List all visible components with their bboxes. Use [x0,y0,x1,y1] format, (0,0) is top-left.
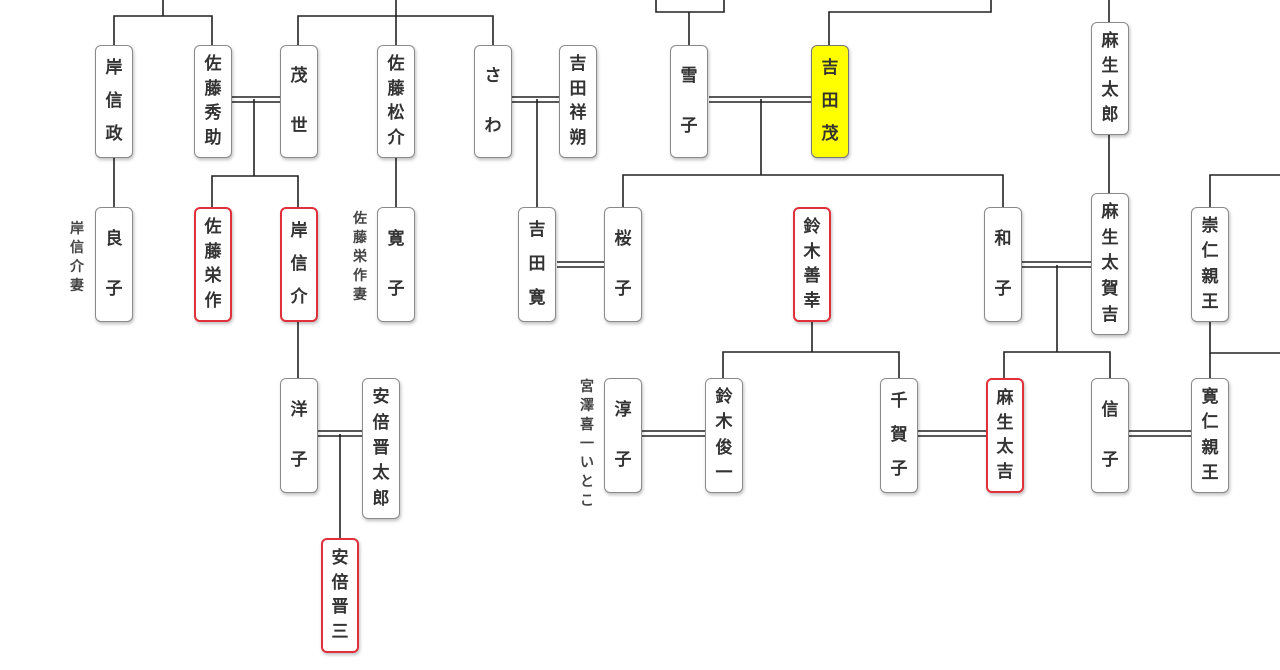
person-box-kazuko[interactable]: 和子 [984,207,1022,322]
person-name: 麻生太郎 [1101,30,1119,126]
person-name: 寛子 [387,228,405,300]
person-box-aso-taro[interactable]: 麻生太吉 [986,378,1024,493]
person-box-chikako[interactable]: 千賀子 [880,378,918,493]
person-box-yukiko[interactable]: 雪子 [670,45,708,158]
person-box-yoshiko[interactable]: 良子 [95,207,133,322]
person-name: 崇仁親王 [1201,216,1219,312]
person-box-yoshida-shosaku[interactable]: 吉田祥朔 [559,45,597,158]
person-name: 麻生太吉 [996,387,1014,483]
note-sato-wife: 佐藤栄作妻 [353,211,367,303]
person-name: 雪子 [680,66,698,136]
person-box-yoko[interactable]: 洋子 [280,378,318,493]
person-name: 茂世 [290,66,308,136]
person-name: 安倍晋太郎 [372,387,390,509]
person-box-yoshida-shigeru[interactable]: 吉田茂 [811,45,849,158]
person-box-sato-eisaku[interactable]: 佐藤栄作 [194,207,232,322]
person-name: 桜子 [614,228,632,300]
person-name: 岸信政 [105,58,123,144]
person-box-prince-takahito[interactable]: 崇仁親王 [1191,207,1229,322]
person-name: さわ [484,66,502,136]
person-name: 和子 [994,228,1012,300]
person-name: 安倍晋三 [331,547,349,643]
person-name: 鈴木俊一 [715,387,733,483]
person-box-yoshida-hiroshi[interactable]: 吉田寛 [518,207,556,322]
person-name: 佐藤栄作 [204,216,222,312]
person-box-junko[interactable]: 淳子 [604,378,642,493]
person-name: 千賀子 [890,391,908,479]
person-box-sato-hidesuke[interactable]: 佐藤秀助 [194,45,232,158]
person-name: 吉田茂 [821,58,839,144]
person-box-sato-matsusuke[interactable]: 佐藤松介 [377,45,415,158]
note-miyazawa: 宮澤喜一いとこ [580,379,594,509]
person-name: 岸信介 [290,221,308,307]
person-box-abe-shinzo[interactable]: 安倍晋三 [321,538,359,653]
person-name: 吉田祥朔 [569,53,587,149]
person-box-hiroko[interactable]: 寛子 [377,207,415,322]
person-name: 佐藤松介 [387,53,405,149]
person-box-prince-tomohito[interactable]: 寛仁親王 [1191,378,1229,493]
person-box-suzuki-shunichi[interactable]: 鈴木俊一 [705,378,743,493]
person-box-kishi-nobumasa[interactable]: 岸信政 [95,45,133,158]
person-box-aso-taro-sr[interactable]: 麻生太郎 [1091,22,1129,135]
person-name: 鈴木善幸 [803,216,821,312]
person-box-sakurako[interactable]: 桜子 [604,207,642,322]
note-kishi-wife: 岸信介妻 [70,221,84,294]
person-name: 洋子 [290,399,308,471]
person-name: 淳子 [614,399,632,471]
person-name: 麻生太賀吉 [1101,202,1119,325]
person-box-aso-takakichi[interactable]: 麻生太賀吉 [1091,193,1129,335]
person-box-abe-shintaro[interactable]: 安倍晋太郎 [362,378,400,519]
person-box-suzuki-zenko[interactable]: 鈴木善幸 [793,207,831,322]
person-name: 良子 [105,228,123,300]
person-box-moyo[interactable]: 茂世 [280,45,318,158]
person-name: 吉田寛 [528,220,546,308]
person-name: 寛仁親王 [1201,387,1219,483]
person-box-nobuko[interactable]: 信子 [1091,378,1129,493]
person-name: 信子 [1101,399,1119,471]
person-box-sawa[interactable]: さわ [474,45,512,158]
person-box-kishi-nobusuke[interactable]: 岸信介 [280,207,318,322]
person-name: 佐藤秀助 [204,53,222,149]
